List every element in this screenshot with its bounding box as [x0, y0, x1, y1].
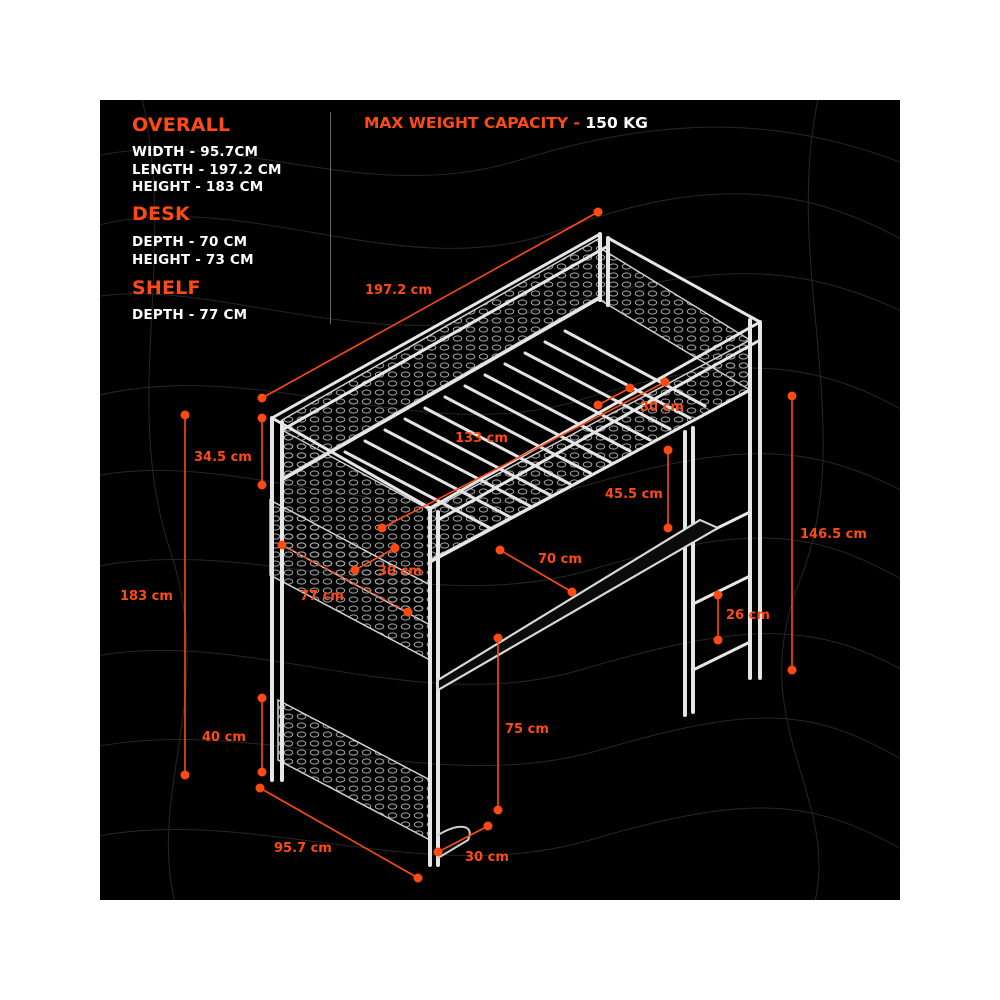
dim-shelf-width: 30 cm [378, 564, 422, 579]
dim-rung-spacing: 26 cm [726, 608, 770, 623]
dim-foot-offset: 30 cm [465, 850, 509, 865]
side-panel-lower [277, 698, 431, 842]
spec-panel: OVERALL WIDTH - 95.7CM LENGTH - 197.2 CM… [100, 100, 900, 900]
dim-length-top: 197.2 cm [365, 283, 432, 298]
dim-shelf-depth: 77 cm [300, 589, 344, 604]
overall-width: WIDTH - 95.7CM [132, 144, 259, 160]
dim-desk-height: 75 cm [505, 722, 549, 737]
dim-ladder-top-gap: 45.5 cm [605, 487, 663, 502]
frame-rails [270, 232, 762, 564]
slats [343, 329, 707, 530]
dim-deck-height: 146.5 cm [800, 527, 867, 542]
dim-bed-length-inner: 133 cm [455, 431, 508, 446]
desk-depth: DEPTH - 70 CM [132, 234, 248, 250]
dimension-lines [180, 207, 797, 883]
header-divider [330, 112, 331, 324]
loft-bed-diagram [100, 100, 900, 900]
dim-opening-width: 30 cm [640, 400, 684, 415]
desk [437, 518, 721, 692]
dim-width: 95.7 cm [274, 841, 332, 856]
dim-bottom-gap: 40 cm [202, 730, 246, 745]
floor-foot [437, 825, 471, 859]
overall-height: HEIGHT - 183 CM [132, 179, 264, 195]
capacity-value: 150 KG [585, 114, 648, 132]
weight-capacity: MAX WEIGHT CAPACITY - 150 KG [364, 114, 648, 132]
overall-heading: OVERALL [132, 114, 231, 136]
dim-overall-height: 183 cm [120, 589, 173, 604]
dim-guardrail-height: 34.5 cm [194, 450, 252, 465]
dim-desk-depth: 70 cm [538, 552, 582, 567]
shelf-depth: DEPTH - 77 CM [132, 307, 248, 323]
desk-heading: DESK [132, 203, 190, 225]
bed-frame [269, 232, 762, 867]
capacity-label: MAX WEIGHT CAPACITY - [364, 114, 580, 132]
shelf-heading: SHELF [132, 277, 201, 299]
desk-height: HEIGHT - 73 CM [132, 252, 254, 268]
overall-length: LENGTH - 197.2 CM [132, 162, 282, 178]
